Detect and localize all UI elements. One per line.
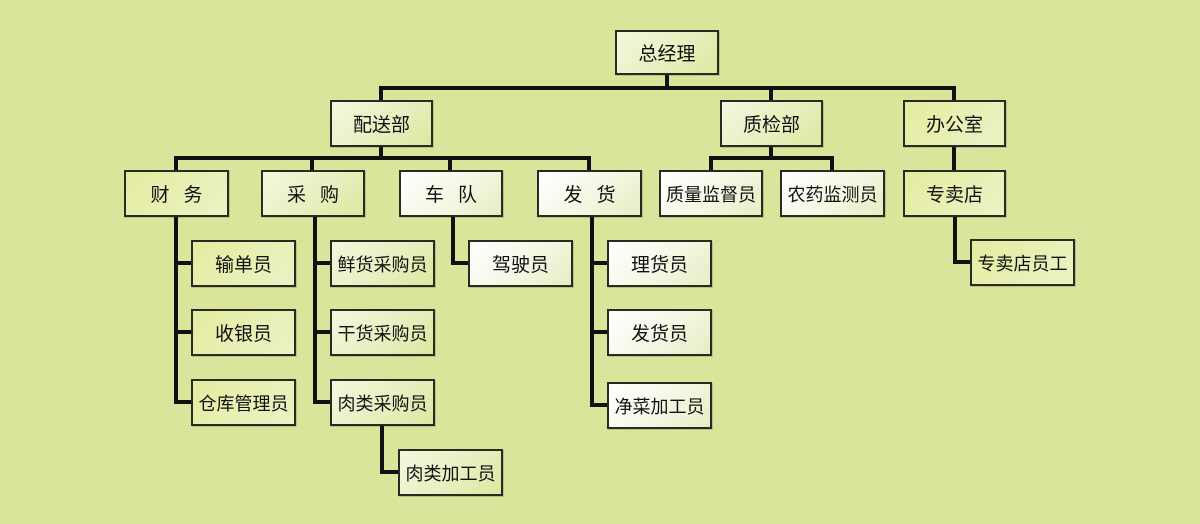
- node-unit-chedui: 车队: [399, 170, 503, 217]
- connector-fahuo: [590, 214, 609, 407]
- node-label: 质检部: [742, 114, 800, 136]
- connector-zhuanmai: [953, 214, 972, 264]
- node-member-lihuo: 理货员: [607, 240, 712, 287]
- node-label: 专卖店员工: [977, 253, 1068, 275]
- connector-zhijian: [709, 144, 834, 172]
- connector-chedui: [451, 214, 470, 265]
- node-unit-zhuanmai: 专卖店: [903, 170, 1006, 217]
- node-unit-nongyao: 农药监测员: [780, 170, 885, 217]
- node-member-xianhuo: 鲜货采购员: [330, 240, 435, 287]
- connector-roulei: [380, 423, 400, 474]
- node-label: 车队: [424, 184, 491, 206]
- node-member-fahuo: 发货员: [607, 309, 712, 356]
- node-label: 质量监督员: [666, 184, 756, 206]
- node-label: 办公室: [925, 114, 983, 136]
- node-label: 收银员: [214, 323, 272, 345]
- connector-root: [379, 72, 956, 102]
- node-label: 驾驶员: [491, 254, 549, 276]
- node-label: 鲜货采购员: [337, 254, 428, 276]
- node-unit-caiwu: 财务: [124, 170, 229, 217]
- node-member-rouleijiagong: 肉类加工员: [398, 449, 503, 496]
- node-unit-zhiliang: 质量监督员: [659, 170, 763, 217]
- node-label: 专卖店: [925, 184, 983, 206]
- node-root-general-manager: 总经理: [615, 30, 719, 75]
- node-dept-bangong: 办公室: [903, 100, 1006, 147]
- node-member-jingcai: 净菜加工员: [607, 382, 712, 429]
- node-label: 农药监测员: [787, 184, 878, 206]
- node-label: 财务: [150, 184, 217, 206]
- node-label: 净菜加工员: [614, 396, 705, 418]
- node-dept-peisong: 配送部: [330, 100, 433, 147]
- node-label: 干货采购员: [337, 323, 428, 345]
- node-member-cangku: 仓库管理员: [191, 379, 296, 426]
- node-member-zhuanmaiyuangong: 专卖店员工: [970, 239, 1075, 286]
- node-member-roulei: 肉类采购员: [330, 379, 435, 426]
- node-label: 输单员: [214, 254, 272, 276]
- node-dept-zhijian: 质检部: [720, 100, 823, 147]
- node-unit-caigou: 采购: [261, 170, 365, 217]
- connector-caigou: [313, 214, 332, 404]
- node-label: 发货员: [630, 323, 688, 345]
- node-label: 采购: [286, 184, 353, 206]
- node-label: 仓库管理员: [198, 393, 289, 415]
- node-label: 理货员: [630, 254, 688, 276]
- connector-caiwu: [174, 214, 193, 404]
- node-label: 肉类加工员: [405, 463, 496, 485]
- node-member-ganhuo: 干货采购员: [330, 309, 435, 356]
- node-label: 发货: [563, 184, 630, 206]
- node-member-jiashi: 驾驶员: [468, 240, 573, 287]
- node-unit-fahuo: 发货: [537, 170, 642, 217]
- node-member-shouyin: 收银员: [191, 309, 296, 356]
- connector-peisong: [174, 144, 591, 172]
- node-member-shudan: 输单员: [191, 240, 296, 287]
- node-label: 配送部: [352, 114, 410, 136]
- node-label: 肉类采购员: [337, 393, 428, 415]
- node-label: 总经理: [638, 43, 696, 65]
